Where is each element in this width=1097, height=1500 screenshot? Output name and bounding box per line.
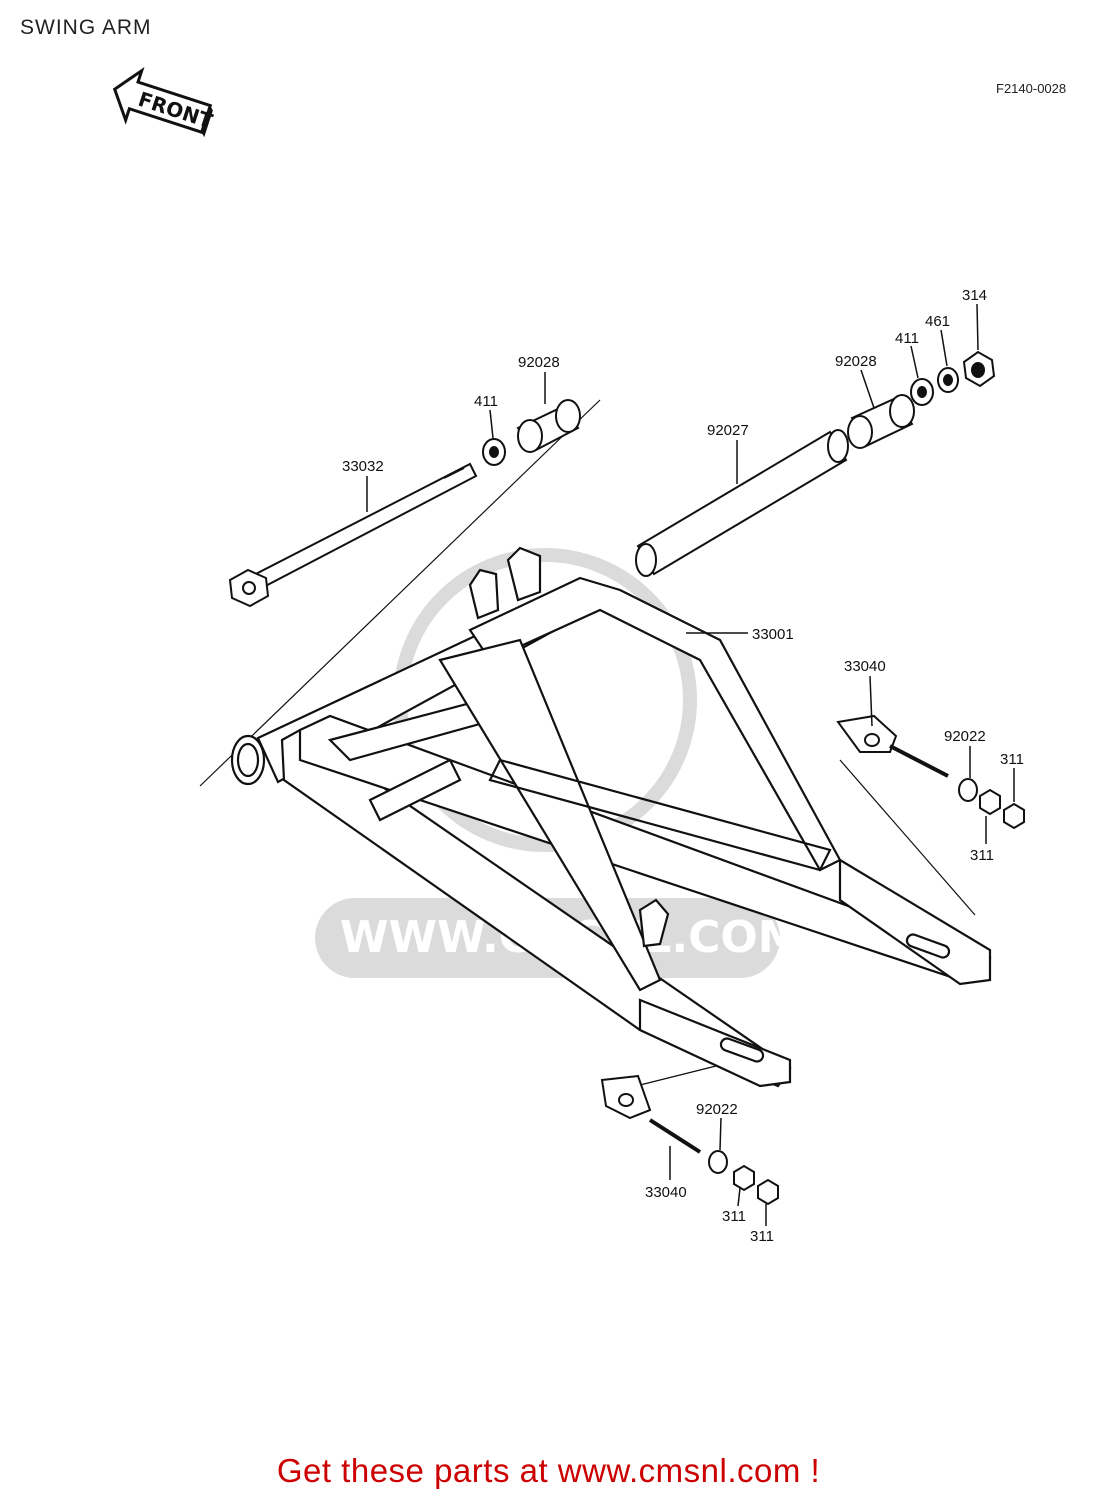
part-label-311-lower-a: 311 [722, 1208, 746, 1225]
chain-adjuster-upper [836, 714, 949, 778]
part-label-461: 461 [925, 313, 950, 330]
washer-upper [958, 778, 978, 802]
footer-link-text[interactable]: Get these parts at www.cmsnl.com ! [276, 1452, 821, 1489]
part-label-33040-lower: 33040 [645, 1184, 687, 1201]
swing-arm-frame [230, 546, 992, 1088]
chain-adjuster-lower [600, 1074, 702, 1154]
pivot-sleeve [635, 429, 849, 577]
front-arrow-icon: FRONT [112, 66, 216, 138]
page-title: SWING ARM [20, 16, 152, 39]
washer-right [910, 378, 934, 406]
part-label-311-upper-a: 311 [1000, 751, 1024, 768]
part-label-92028-right: 92028 [835, 353, 877, 370]
washer-left [482, 438, 506, 466]
leader-lines [366, 303, 1015, 1226]
part-label-33040-upper: 33040 [844, 658, 886, 675]
bushing-right [847, 394, 915, 449]
part-label-92027: 92027 [707, 422, 749, 439]
part-label-411-right: 411 [895, 330, 919, 347]
part-label-33032: 33032 [342, 458, 384, 475]
part-label-311-upper-b: 311 [970, 847, 994, 864]
washer-lower [708, 1150, 728, 1174]
bushing-left [516, 399, 581, 453]
part-label-314: 314 [962, 287, 987, 304]
part-label-311-lower-b: 311 [750, 1228, 774, 1245]
pivot-bolt [228, 462, 478, 608]
part-label-411-left: 411 [474, 393, 498, 410]
part-label-92028-left: 92028 [518, 354, 560, 371]
pivot-nut [962, 350, 996, 388]
nut-upper-b [1003, 802, 1025, 830]
part-label-33001: 33001 [752, 626, 794, 643]
figure-code: F2140-0028 [996, 81, 1067, 96]
part-label-92022-lower: 92022 [696, 1101, 738, 1118]
nut-upper-a [979, 788, 1001, 816]
part-label-92022-upper: 92022 [944, 728, 986, 745]
nut-lower-b [757, 1178, 779, 1206]
nut-lower-a [733, 1164, 755, 1192]
lock-washer [937, 367, 959, 393]
